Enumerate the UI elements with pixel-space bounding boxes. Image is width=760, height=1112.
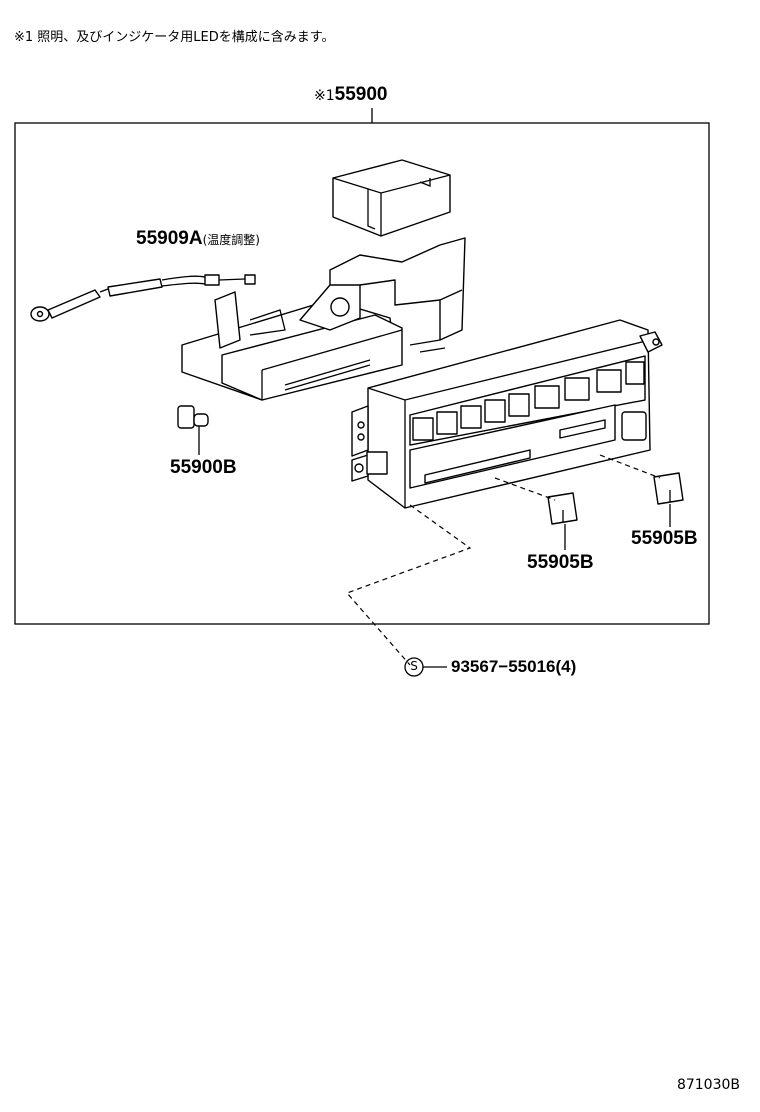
screw-symbol: S [410, 659, 418, 673]
cable-label: 55909A(温度調整) [136, 228, 260, 250]
knob-right [653, 472, 684, 505]
assembly-prefix: ※1 [314, 88, 335, 104]
cable-part-number: 55909A [136, 228, 203, 249]
bulb-socket [366, 451, 388, 475]
bulb-part-number: 55900B [170, 457, 237, 478]
assembly-label: ※155900 [314, 84, 387, 106]
footnote: ※1 照明、及びインジケータ用LEDを構成に含みます。 [14, 30, 335, 45]
assembly-part-number: 55900 [334, 84, 388, 105]
screw-part-number: 93567−55016(4) [451, 657, 577, 676]
bulb [177, 405, 209, 455]
mechanism-bracket [181, 237, 466, 401]
temperature-cable [30, 274, 256, 322]
control-panel [351, 319, 663, 509]
diagram-code: 871030B [676, 1077, 740, 1093]
cable-description: (温度調整) [202, 233, 260, 247]
knob-left [547, 492, 578, 525]
knob-left-part-number: 55905B [527, 552, 594, 573]
screw-symbol-circle [404, 657, 424, 677]
module-box [332, 159, 451, 237]
assembly-frame [14, 122, 710, 625]
knob-right-part-number: 55905B [631, 528, 698, 549]
button-row [412, 361, 645, 441]
